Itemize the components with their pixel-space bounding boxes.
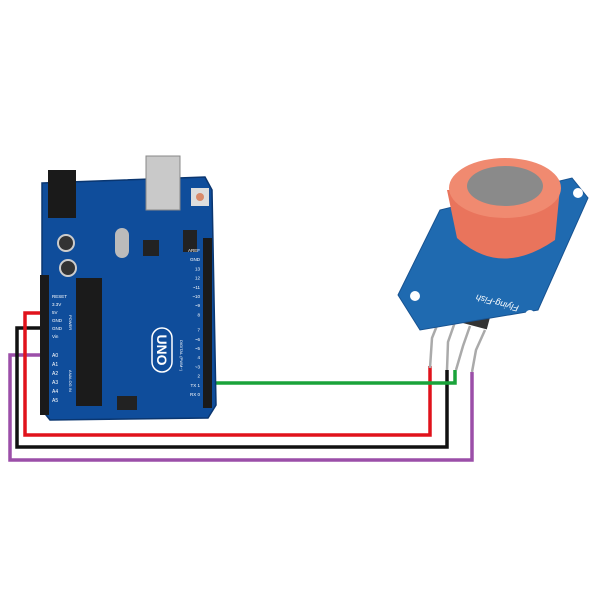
digital-header [203, 238, 212, 408]
sensor-mesh [467, 166, 543, 206]
uno-logo-text: UNO [154, 334, 170, 365]
pin-label: A5 [52, 398, 58, 404]
wire-digital [205, 370, 457, 385]
atmega-chip [76, 278, 102, 406]
power-header-label: POWER [68, 315, 73, 330]
icsp-header [183, 230, 197, 252]
pin-label: GND [52, 318, 63, 323]
pin-label: 12 [195, 276, 201, 281]
mount-hole [573, 188, 583, 198]
pin-label: ~10 [192, 294, 200, 299]
pin-label: A2 [52, 371, 58, 377]
power-jack [48, 170, 76, 218]
wires [8, 311, 474, 462]
pin-label: A3 [52, 380, 58, 386]
wire-analog [8, 353, 474, 462]
pin-label: Vin [52, 334, 59, 339]
digital-header-label: DIGITAL (PWM~) [179, 340, 184, 372]
pin-label: 13 [195, 266, 201, 271]
arduino-uno-board: UNO POWER ANALOG IN DIGITAL (PWM~) RESET… [40, 155, 217, 421]
reset-button-cap [196, 193, 204, 201]
pin-label: ~6 [195, 337, 201, 342]
pin-label: AREF [188, 248, 200, 253]
pin-label: A0 [52, 353, 58, 359]
wire-vcc [23, 311, 432, 437]
power-pin-labels: RESET 3.3V 5V GND GND Vin [52, 294, 67, 339]
pin-label: ~5 [195, 346, 201, 351]
crystal [115, 228, 129, 258]
digital-pin-labels: AREF GND 13 12 ~11 ~10 ~9 8 7 ~6 ~5 4 ~3 2 TX 1 RX 0 [188, 248, 201, 397]
pin-label: 5V [52, 310, 58, 315]
usb-chip [143, 240, 159, 256]
pin-label: ~11 [193, 285, 201, 290]
pin-label: 8 [197, 312, 200, 317]
pin-label: 4 [197, 355, 200, 360]
capacitor [57, 234, 75, 252]
pin-label: GND [52, 326, 63, 331]
analog-header-label: ANALOG IN [68, 370, 73, 392]
pin-label: TX 1 [190, 383, 200, 388]
mq3-gas-sensor-module: Flying-Fish [397, 158, 589, 373]
usb-connector [145, 155, 181, 211]
analog-pin-labels: A0 A1 A2 A3 A4 A5 [52, 353, 58, 404]
mount-hole [410, 291, 420, 301]
pin-label: 2 [197, 374, 200, 379]
pin-label: RESET [52, 294, 67, 299]
pin-label: GND [190, 257, 201, 262]
pin-label: A4 [52, 389, 58, 395]
power-header [40, 275, 49, 415]
pin-label: 3.3V [52, 302, 61, 307]
icsp-header-2 [117, 396, 137, 410]
capacitor [59, 259, 77, 277]
uno-logo: UNO [151, 327, 173, 373]
mount-hole [525, 310, 535, 320]
pin-label: RX 0 [190, 392, 201, 397]
pin-label: A1 [52, 362, 58, 368]
pin-label: ~9 [195, 303, 201, 308]
pin-label: 7 [197, 328, 200, 333]
pin-label: ~3 [195, 364, 201, 369]
